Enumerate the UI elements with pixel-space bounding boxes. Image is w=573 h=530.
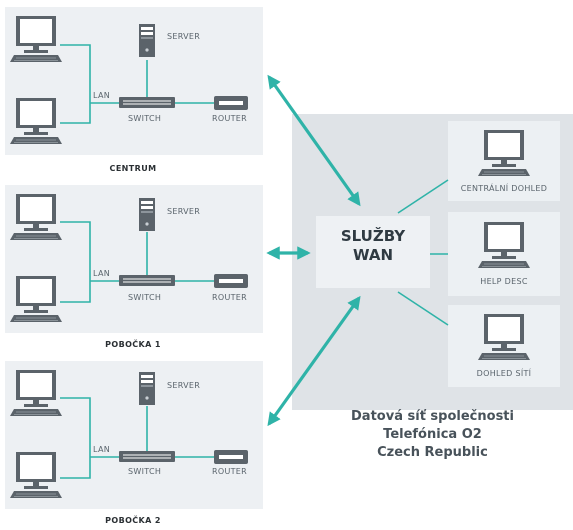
help-desc-pc-icon — [477, 221, 531, 269]
centrum-server-icon — [139, 24, 155, 57]
centrum-router-icon — [214, 96, 248, 110]
pobocka1-server-icon — [139, 198, 155, 231]
pobocka1-pc-bottom-icon — [9, 275, 63, 323]
dohled-siti-pc-icon — [477, 313, 531, 361]
wan-title: SLUŽBY WAN — [316, 227, 430, 265]
pobocka1-router-label: ROUTER — [212, 293, 248, 302]
pobocka2-lan-label: LAN — [93, 445, 110, 454]
service-label-centralni-dohled: CENTRÁLNÍ DOHLED — [460, 184, 548, 193]
centrum-caption: CENTRUM — [109, 164, 157, 173]
centrum-switch-label: SWITCH — [128, 114, 162, 123]
pobocka2-pc-bottom-icon — [9, 451, 63, 499]
arrow-pobocka2-wan — [267, 295, 361, 427]
wan-title-line1: SLUŽBY — [340, 227, 406, 245]
pobocka2-switch-label: SWITCH — [128, 467, 162, 476]
service-label-dohled-siti: DOHLED SÍTÍ — [476, 369, 532, 378]
pobocka2-caption: POBOČKA 2 — [105, 516, 161, 525]
pobocka2-router-label: ROUTER — [212, 467, 248, 476]
wan-services-box — [316, 216, 430, 288]
pobocka1-caption: POBOČKA 1 — [105, 340, 161, 349]
pobocka1-switch-icon — [118, 274, 176, 287]
pobocka2-server-icon — [139, 372, 155, 405]
pobocka2-server-label: SERVER — [167, 381, 201, 390]
arrow-centrum-wan — [267, 74, 361, 207]
pobocka1-router-icon — [214, 274, 248, 288]
network-caption: Datová síť společnosti Telefónica O2 Cze… — [315, 408, 550, 462]
pobocka2-router-icon — [214, 450, 248, 464]
centrum-pc-bottom-icon — [9, 97, 63, 145]
centrum-pc-top-icon — [9, 15, 63, 63]
caption-line1: Datová síť společnosti — [351, 409, 514, 424]
pobocka1-lan-label: LAN — [93, 269, 110, 278]
pobocka2-pc-top-icon — [9, 369, 63, 417]
centrum-server-label: SERVER — [167, 32, 201, 41]
centralni-dohled-pc-icon — [477, 129, 531, 177]
centrum-router-label: ROUTER — [212, 114, 248, 123]
centrum-switch-icon — [118, 96, 176, 109]
pobocka1-server-label: SERVER — [167, 207, 201, 216]
service-label-help-desc: HELP DESC — [480, 277, 528, 286]
caption-line3: Czech Republic — [377, 445, 488, 460]
pobocka1-pc-top-icon — [9, 193, 63, 241]
wan-title-line2: WAN — [352, 246, 394, 264]
pobocka2-switch-icon — [118, 450, 176, 463]
pobocka1-switch-label: SWITCH — [128, 293, 162, 302]
centrum-lan-label: LAN — [93, 91, 110, 100]
caption-line2: Telefónica O2 — [383, 427, 482, 442]
